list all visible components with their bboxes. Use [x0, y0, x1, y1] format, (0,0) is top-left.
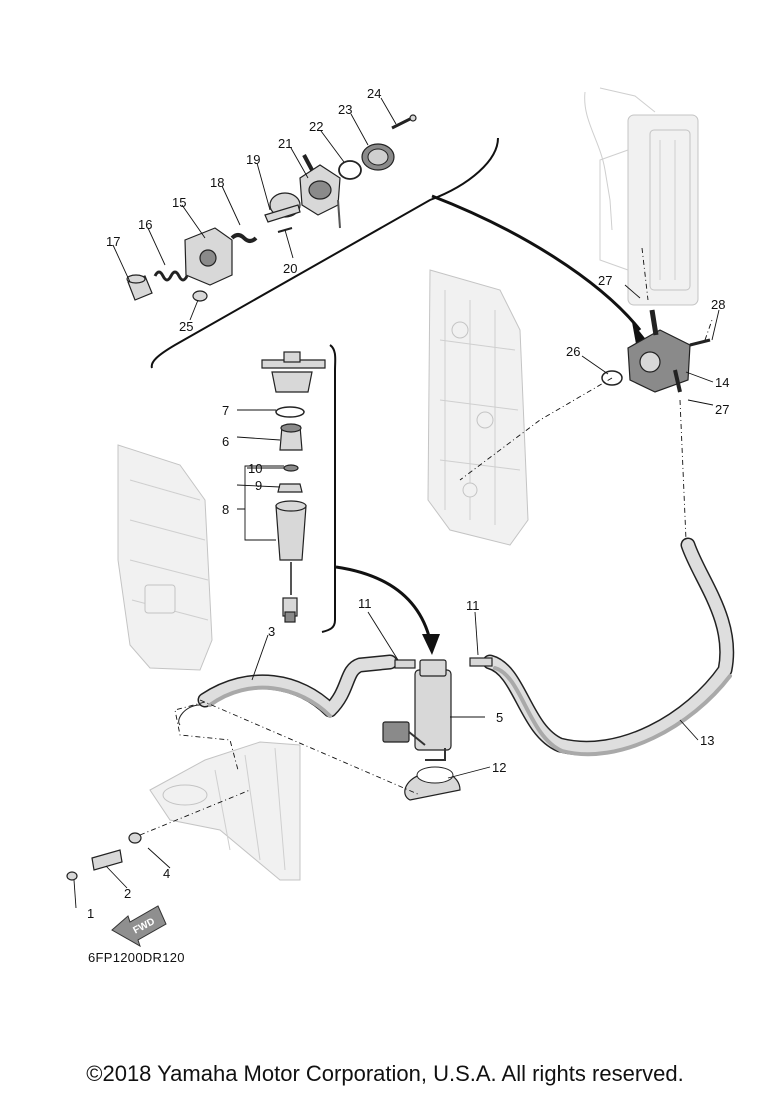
callout-10: 10 [248, 461, 262, 476]
assembly-lines [139, 247, 713, 836]
spring-16-icon [153, 270, 189, 282]
callout-24: 24 [367, 86, 381, 101]
callout-9: 9 [255, 478, 262, 493]
callout-23: 23 [338, 102, 352, 117]
callout-22: 22 [309, 119, 323, 134]
engine-block-ghost [117, 444, 213, 671]
fitting-hardware [66, 704, 201, 881]
callout-6: 6 [222, 434, 229, 449]
engine-cover-ghost [427, 269, 529, 546]
callout-8: 8 [222, 502, 229, 517]
callout-1: 1 [87, 906, 94, 921]
callout-28: 28 [711, 297, 725, 312]
callout-27b: 27 [715, 402, 729, 417]
filter-detail-frame [321, 344, 337, 633]
callout-2: 2 [124, 886, 131, 901]
callout-13: 13 [700, 733, 714, 748]
callout-19: 19 [246, 152, 260, 167]
callout-11b: 11 [466, 598, 480, 613]
callout-5: 5 [496, 710, 503, 725]
callout-14: 14 [715, 375, 729, 390]
callout-16: 16 [138, 217, 152, 232]
callout-21: 21 [278, 136, 292, 151]
fuel-hose-13 [482, 537, 735, 757]
callout-27a: 27 [598, 273, 612, 288]
callout-15: 15 [172, 195, 186, 210]
callout-17: 17 [106, 234, 120, 249]
fuel-filter-5 [382, 657, 493, 761]
forward-arrow-icon: FWD [111, 905, 167, 948]
pump-detail-frame [150, 137, 499, 369]
filter-exploded-parts [261, 351, 326, 623]
callout-4: 4 [163, 866, 170, 881]
callout-numbers: 1 2 3 4 5 6 7 8 9 10 11 11 12 13 14 15 1… [87, 86, 729, 921]
callout-7: 7 [222, 403, 229, 418]
drawing-code: 6FP1200DR120 [88, 950, 185, 965]
fuel-pump-14 [601, 309, 711, 393]
copyright-notice: ©2018 Yamaha Motor Corporation, U.S.A. A… [86, 1061, 684, 1086]
filter-bracket-12 [404, 766, 461, 801]
fuel-hose-3 [197, 654, 398, 718]
callout-11a: 11 [358, 596, 372, 611]
detail-arrow-filter [335, 565, 440, 655]
callout-18: 18 [210, 175, 224, 190]
engine-base-ghost [149, 741, 301, 881]
callout-3: 3 [268, 624, 275, 639]
callout-12: 12 [492, 760, 506, 775]
callout-20: 20 [283, 261, 297, 276]
leader-lines [73, 97, 720, 909]
callout-25: 25 [179, 319, 193, 334]
vapor-separator-ghost [584, 87, 699, 306]
callout-26: 26 [566, 344, 580, 359]
pump-exploded-parts [126, 114, 417, 302]
